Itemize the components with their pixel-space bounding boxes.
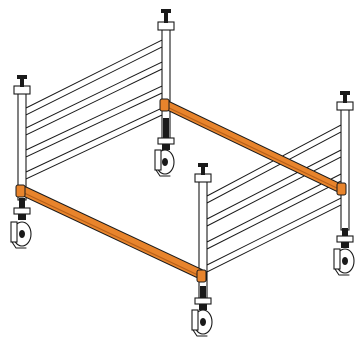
front-post-back bbox=[340, 107, 350, 231]
front-post-front-spigot bbox=[201, 164, 205, 175]
rear-post-back-spigot bbox=[164, 10, 168, 23]
rear-post-front-cap bbox=[17, 75, 27, 79]
front-post-back-spigot bbox=[343, 92, 347, 103]
rear-post-front bbox=[17, 91, 27, 201]
rear-post-front-spigot bbox=[20, 76, 24, 87]
horizontal-braces bbox=[15, 98, 347, 283]
brace-rear-clamp-left bbox=[159, 98, 170, 112]
castor-front-back bbox=[333, 228, 355, 276]
castor-front-front bbox=[191, 286, 213, 337]
front-post-back-collar bbox=[336, 101, 354, 111]
brace-front-clamp-left bbox=[15, 184, 26, 198]
castor-rear-back bbox=[154, 118, 175, 177]
front-post-front-collar bbox=[194, 173, 212, 183]
front-post-back-cap bbox=[340, 91, 350, 95]
rear-post-back-cap bbox=[161, 9, 171, 13]
castor-rear-front bbox=[10, 198, 32, 249]
brace-front-clamp-right bbox=[196, 269, 207, 283]
back-frame-rungs bbox=[25, 39, 163, 180]
rear-post-back-collar bbox=[157, 21, 175, 31]
brace-rear-clamp-right bbox=[336, 182, 347, 196]
front-frame-rungs bbox=[206, 124, 342, 273]
rear-post-front-collar bbox=[13, 85, 31, 95]
front-post-front-cap bbox=[198, 163, 208, 167]
